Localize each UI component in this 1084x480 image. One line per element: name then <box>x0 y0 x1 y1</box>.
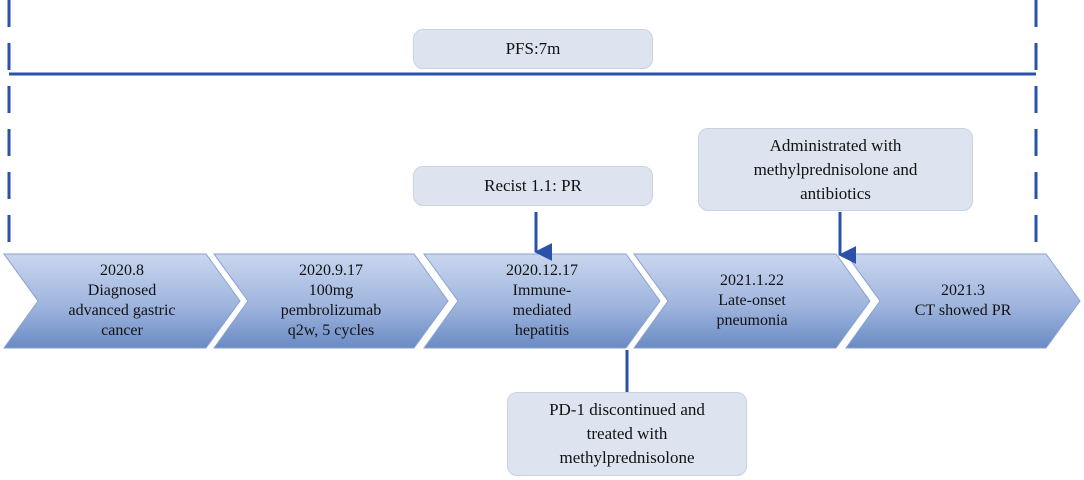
steroid-callout-box: Administrated with methylprednisolone an… <box>698 128 973 211</box>
recist-label: Recist 1.1: PR <box>484 176 582 195</box>
pd1-callout-box: PD-1 discontinued and treated with methy… <box>507 392 747 476</box>
chevron-step-4 <box>633 253 871 349</box>
event-line: mediated <box>512 302 572 319</box>
chevron-step-5 <box>845 253 1081 349</box>
recist-callout-box: Recist 1.1: PR <box>413 166 653 206</box>
event-date: 2020.12.17 <box>506 262 578 279</box>
timeline-event-2: 2020.9.17 100mg pembrolizumab q2w, 5 cyc… <box>248 256 414 346</box>
event-line: cancer <box>101 322 143 339</box>
chevron-step-3 <box>423 253 661 349</box>
pfs-label-box: PFS:7m <box>413 29 653 69</box>
steroid-line-3: antibiotics <box>800 183 871 203</box>
event-line: CT showed PR <box>914 302 1012 319</box>
event-line: advanced gastric <box>68 302 176 319</box>
pd1-line-2: treated with <box>586 424 668 443</box>
event-date: 2021.3 <box>941 282 985 299</box>
pfs-label: PFS:7m <box>505 39 561 58</box>
pd1-line-3: methylprednisolone <box>559 448 695 467</box>
event-date: 2021.1.22 <box>720 272 784 289</box>
event-date: 2020.9.17 <box>299 262 363 279</box>
timeline-event-1: 2020.8 Diagnosed advanced gastric cancer <box>38 256 206 346</box>
event-date: 2020.8 <box>100 262 144 279</box>
event-line: Diagnosed <box>87 282 157 299</box>
steroid-line-2: methylprednisolone and <box>753 159 918 179</box>
event-line: 100mg <box>308 282 354 299</box>
pd1-line-1: PD-1 discontinued and <box>549 400 705 419</box>
event-line: q2w, 5 cycles <box>287 322 375 339</box>
timeline-event-3: 2020.12.17 Immune- mediated hepatitis <box>458 256 626 346</box>
event-line: pneumonia <box>716 312 788 329</box>
event-line: pembrolizumab <box>280 302 382 319</box>
event-line: Late-onset <box>718 292 786 309</box>
chevron-row <box>3 253 1081 349</box>
event-line: hepatitis <box>514 322 570 339</box>
chevron-step-1 <box>3 253 241 349</box>
chevron-step-2 <box>213 253 449 349</box>
timeline-event-5: 2021.3 CT showed PR <box>880 256 1046 346</box>
timeline-event-4: 2021.1.22 Late-onset pneumonia <box>668 256 836 346</box>
event-line: Immune- <box>512 282 572 299</box>
steroid-line-1: Administrated with <box>769 135 902 155</box>
